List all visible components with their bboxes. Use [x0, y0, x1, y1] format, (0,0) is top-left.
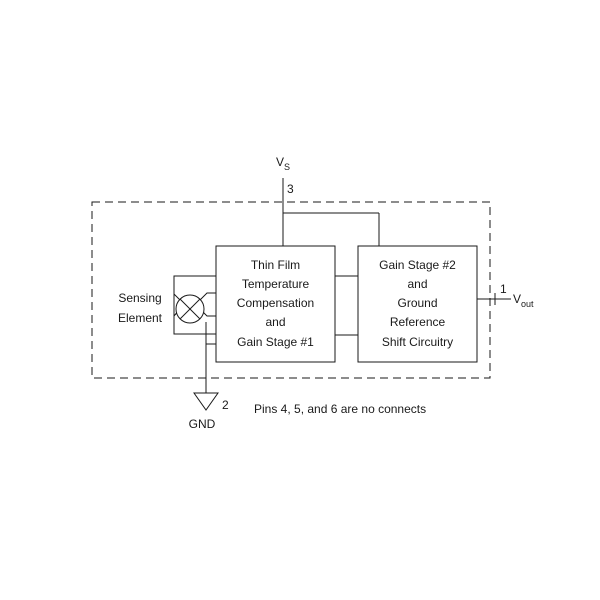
package-outline	[91, 201, 491, 379]
supply-pin-number: 3	[287, 182, 294, 196]
sensing-element-label-line-1: Sensing	[118, 291, 161, 305]
supply-label: VS	[276, 155, 290, 172]
block2-line-5: Shift Circuitry	[382, 335, 453, 349]
block2-line-4: Reference	[390, 315, 446, 329]
block2-line-1: Gain Stage #2	[379, 258, 456, 272]
no-connect-note: Pins 4, 5, and 6 are no connects	[254, 402, 426, 416]
sensing-element-wiring	[173, 275, 216, 393]
supply-wiring	[282, 178, 380, 246]
sensing-element-icon	[175, 294, 205, 324]
ground-label: GND	[189, 417, 216, 431]
gain-stage-2-block	[357, 245, 478, 363]
block1-line-1: Thin Film	[251, 258, 300, 272]
ground-icon	[193, 392, 219, 411]
block1-line-3: Compensation	[237, 296, 314, 310]
ground-pin-number: 2	[222, 398, 229, 412]
block1-line-5: Gain Stage #1	[237, 335, 314, 349]
interstage-wiring	[335, 275, 358, 336]
block2-line-3: Ground	[397, 296, 437, 310]
block1-line-4: and	[265, 315, 285, 329]
block2-line-2: and	[407, 277, 427, 291]
output-wiring	[477, 293, 511, 305]
sensing-element-label-line-2: Element	[118, 311, 163, 325]
output-pin-number: 1	[500, 282, 507, 296]
gain-stage-1-block	[215, 245, 336, 363]
output-label: Vout	[513, 292, 534, 309]
block1-line-2: Temperature	[242, 277, 310, 291]
